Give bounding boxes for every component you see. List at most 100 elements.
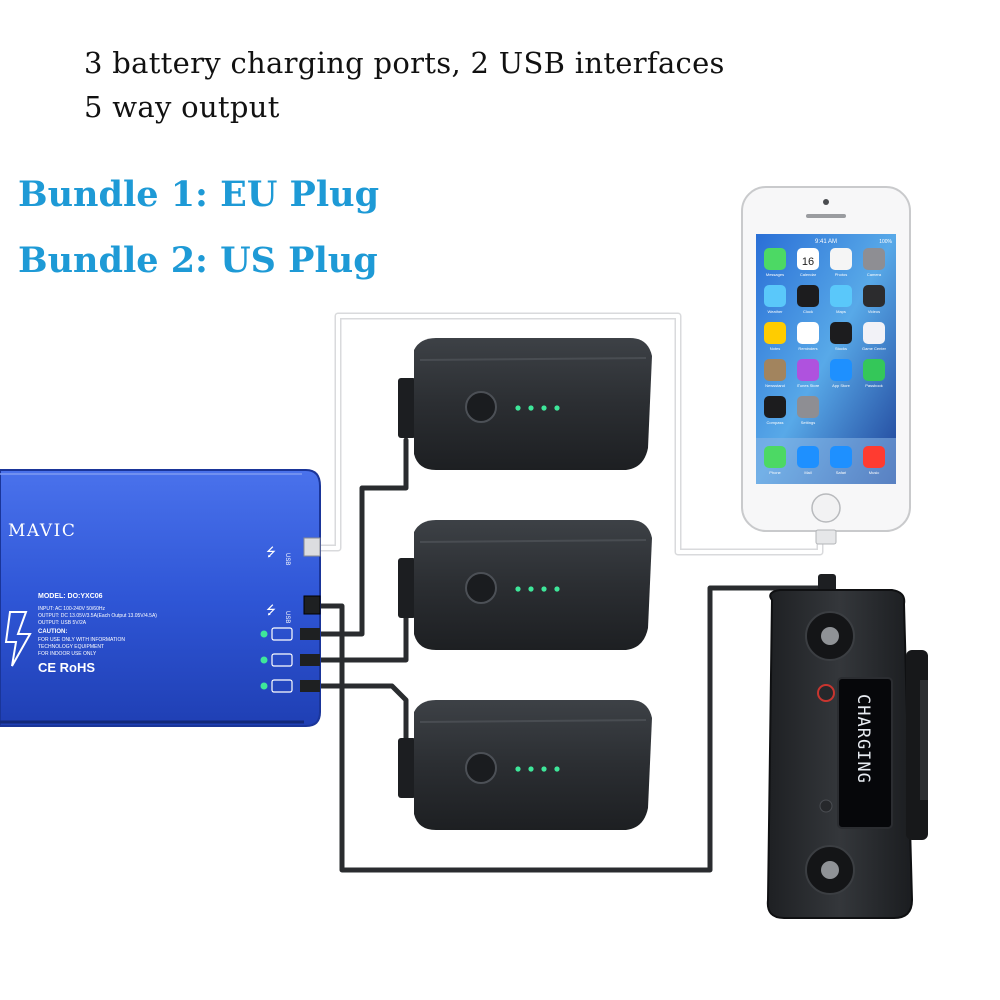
- usb-cable-controller: [315, 585, 833, 873]
- dock-app-safari[interactable]: Safari: [830, 446, 852, 475]
- controller-display: [837, 677, 893, 829]
- app-compass[interactable]: Compass: [764, 396, 786, 425]
- hub-note-2: TECHNOLOGY EQUIPMENT: [38, 644, 104, 650]
- app-label: Game Center: [862, 346, 887, 351]
- app-label: Compass: [767, 420, 784, 425]
- lightning-icon: [4, 611, 32, 667]
- battery-symbol-icon: [271, 679, 293, 693]
- charging-hub: MAVIC MODEL: DO:YXC06 INPUT: AC 100-240V…: [0, 469, 321, 727]
- headline-output: 5 way output: [84, 90, 280, 124]
- app-icon: [764, 285, 786, 307]
- app-icon: [830, 359, 852, 381]
- usb-cable-phone-highlight: [316, 314, 822, 554]
- app-label: Mail: [804, 470, 811, 475]
- power-button-icon: [465, 391, 497, 423]
- phone-status-time: 9:41 AM: [815, 239, 837, 245]
- app-icon: [797, 285, 819, 307]
- app-icon: [797, 359, 819, 381]
- return-home-button-icon: [819, 799, 833, 813]
- battery-level-leds: [515, 586, 560, 592]
- app-icon: [764, 248, 786, 270]
- app-icon: [863, 248, 885, 270]
- app-label: Settings: [801, 420, 815, 425]
- hub-caution: CAUTION:: [38, 629, 67, 635]
- app-label: iTunes Store: [797, 383, 820, 388]
- app-label: Photos: [835, 272, 847, 277]
- battery-level-leds: [515, 766, 560, 772]
- port-led-icon: [260, 682, 268, 690]
- app-label: Videos: [868, 309, 880, 314]
- app-camera[interactable]: Camera: [863, 248, 885, 277]
- app-messages[interactable]: Messages: [764, 248, 786, 277]
- app-label: Maps: [836, 309, 846, 314]
- usb-port-1: USB ⭍: [266, 537, 321, 565]
- port-led-icon: [260, 656, 268, 664]
- app-icon: [830, 446, 852, 468]
- app-maps[interactable]: Maps: [830, 285, 852, 314]
- power-button-icon: [465, 752, 497, 784]
- app-stocks[interactable]: Stocks: [830, 322, 852, 351]
- remote-controller: CHARGING: [766, 574, 928, 919]
- dock-app-phone[interactable]: Phone: [764, 446, 786, 475]
- lightning-plug: [815, 529, 837, 545]
- app-photos[interactable]: Photos: [830, 248, 852, 277]
- flight-battery-2: [398, 520, 652, 650]
- app-clock[interactable]: Clock: [797, 285, 819, 314]
- hub-output-dc: OUTPUT: DC 13.05V/3.5A(Each Output 13.05…: [38, 613, 157, 619]
- app-videos[interactable]: Videos: [863, 285, 885, 314]
- app-icon: [830, 322, 852, 344]
- calendar-day: 16: [802, 256, 814, 268]
- app-icon: [797, 322, 819, 344]
- hub-note-1: FOR USE ONLY WITH INFORMATION: [38, 637, 125, 643]
- hub-note-3: FOR INDOOR USE ONLY: [38, 651, 97, 657]
- battery-cable-2: [297, 609, 409, 663]
- app-icon: [764, 446, 786, 468]
- app-label: Newsstand: [765, 383, 785, 388]
- home-button-icon: [811, 493, 841, 523]
- hub-brand: MAVIC: [8, 521, 76, 541]
- battery-port-1: [260, 627, 320, 641]
- phone-status-battery: 100%: [879, 239, 892, 245]
- usb-port-1-label: USB: [284, 553, 290, 565]
- battery-cable-3: [297, 683, 409, 763]
- app-icon: [764, 359, 786, 381]
- usb-port-2: USB ⭍: [266, 595, 321, 623]
- hub-model: MODEL: DO:YXC06: [38, 593, 103, 600]
- app-itunes-store[interactable]: iTunes Store: [797, 359, 820, 388]
- battery-symbol-icon: [271, 627, 293, 641]
- flight-battery-1: [398, 338, 652, 470]
- app-label: Messages: [766, 272, 784, 277]
- app-app-store[interactable]: App Store: [830, 359, 852, 388]
- app-settings[interactable]: Settings: [797, 396, 819, 425]
- app-label: App Store: [832, 383, 851, 388]
- app-passbook[interactable]: Passbook: [863, 359, 885, 388]
- dock-app-music[interactable]: Music: [863, 446, 885, 475]
- app-weather[interactable]: Weather: [764, 285, 786, 314]
- app-game-center[interactable]: Game Center: [862, 322, 887, 351]
- app-icon: [764, 322, 786, 344]
- headline-ports: 3 battery charging ports, 2 USB interfac…: [84, 46, 725, 80]
- app-label: Stocks: [835, 346, 847, 351]
- app-label: Passbook: [865, 383, 883, 388]
- battery-level-leds: [515, 405, 560, 411]
- app-label: Music: [869, 470, 879, 475]
- usb-symbol-icon: ⭍: [266, 603, 276, 617]
- flight-battery-3: [398, 700, 652, 830]
- power-button-icon: [817, 684, 835, 702]
- app-label: Safari: [836, 470, 847, 475]
- dock-app-mail[interactable]: Mail: [797, 446, 819, 475]
- app-newsstand[interactable]: Newsstand: [764, 359, 786, 388]
- app-label: Weather: [767, 309, 783, 314]
- app-reminders[interactable]: Reminders: [797, 322, 819, 351]
- hub-input: INPUT: AC 100-240V 50/60Hz: [38, 606, 105, 612]
- app-notes[interactable]: Notes: [764, 322, 786, 351]
- battery-port-3: [260, 679, 320, 693]
- bundle-eu-plug: Bundle 1: EU Plug: [18, 174, 380, 215]
- charging-cables: [297, 312, 833, 873]
- app-label: Camera: [867, 272, 882, 277]
- app-icon: [764, 396, 786, 418]
